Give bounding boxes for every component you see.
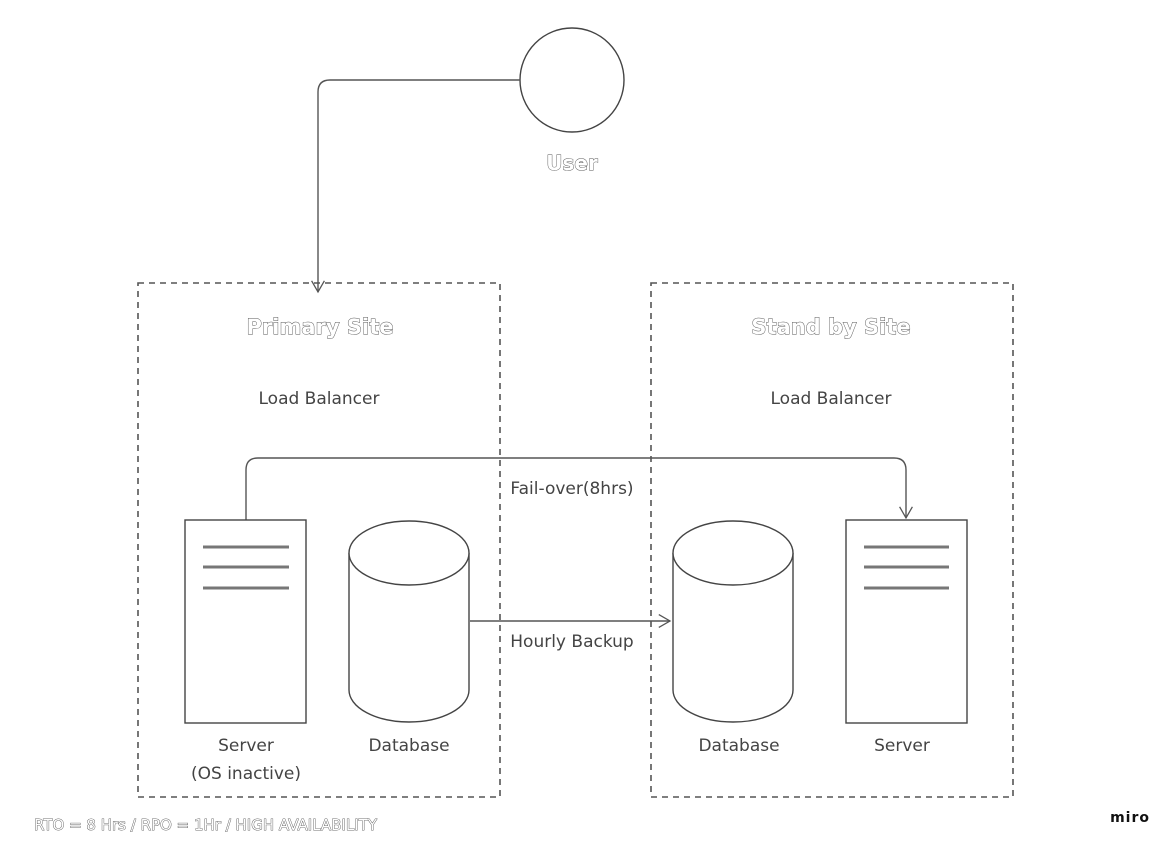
user-label: User [546,151,598,175]
primary-site-title: Primary Site [247,315,394,339]
primary-server-sublabel: (OS inactive) [191,764,301,784]
primary-server[interactable] [184,519,307,724]
standby-site-title: Stand by Site [751,315,910,339]
backup-label: Hourly Backup [510,632,633,652]
standby-server-label: Server [874,736,930,756]
user-to-primary-connector[interactable] [311,79,520,294]
standby-database[interactable] [672,520,794,723]
footer-summary: RTO = 8 Hrs / RPO = 1Hr / HIGH AVAILABIL… [34,816,378,834]
standby-load-balancer-label: Load Balancer [771,389,892,409]
failover-label: Fail-over(8hrs) [510,479,633,499]
standby-database-label: Database [698,736,779,756]
primary-load-balancer-label: Load Balancer [259,389,380,409]
miro-logo: miro [1110,810,1150,826]
primary-database-label: Database [368,736,449,756]
standby-site-container[interactable] [650,282,1014,798]
standby-server[interactable] [845,519,968,724]
user-node[interactable] [519,27,625,133]
primary-server-label: Server [218,736,274,756]
failover-connector[interactable] [245,457,913,520]
primary-site-container[interactable] [137,282,501,798]
primary-database[interactable] [348,520,470,723]
